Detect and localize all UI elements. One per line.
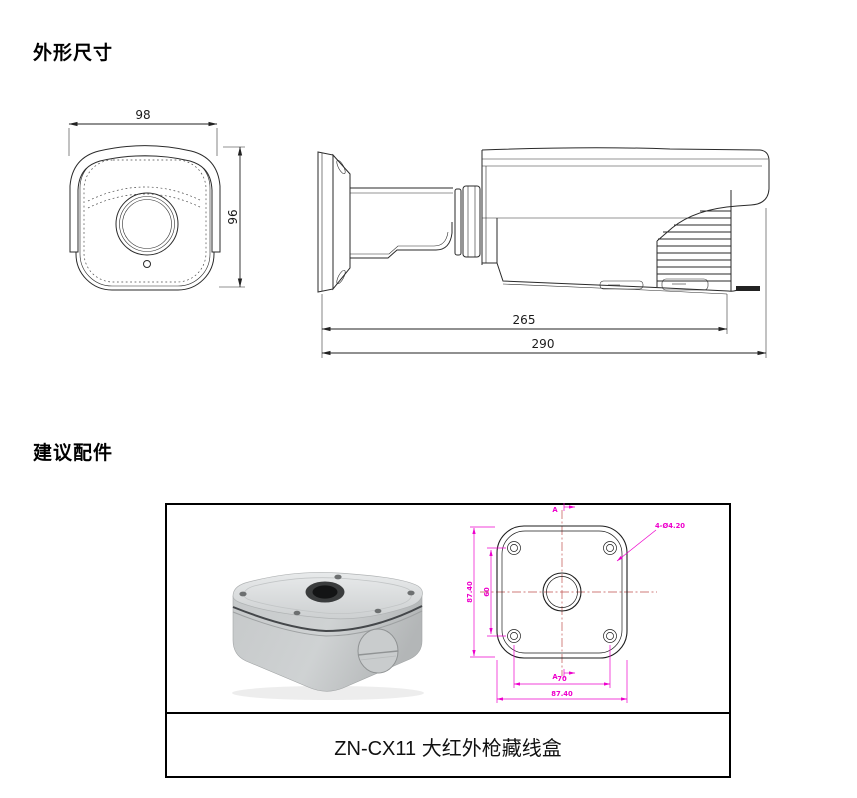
dimension-hole-spacing-v-label: 60 [483,587,491,597]
cable-knockout [357,628,399,674]
accessory-dimensions: 87.40 60 70 87.40 4-Ø4.20 [466,503,685,703]
base-plate-outline [496,525,628,659]
heat-sink-fins [656,190,732,291]
front-view-body [69,145,221,291]
section-title-dimensions: 外形尺寸 [33,43,114,64]
dimension-height-87-label: 87.40 [466,581,474,603]
accessory-caption: ZN-CX11 大红外枪藏线盒 [334,737,562,760]
cable-grommet [305,581,345,603]
dimension-hole-spacing-h-label: 70 [557,675,567,683]
mount-plate [317,151,334,293]
mount-arm [350,187,453,259]
junction-box-photo [232,572,424,700]
corner-screw-holes [507,541,617,643]
center-hole [542,572,582,612]
side-view-body [317,147,770,295]
dimension-width-87-label: 87.40 [551,690,573,698]
caption-divider [167,712,729,714]
camera-body [481,147,770,295]
accessory-box: 87.40 60 70 87.40 4-Ø4.20 [165,503,731,778]
dimension-290-label: 290 [532,337,555,351]
dimension-width-label: 98 [135,108,150,122]
sun-shield [69,145,221,253]
bottom-cover-tab [661,278,709,291]
dimension-height-label: 96 [226,209,240,224]
section-marker-top: A [552,506,558,514]
led-indicator [143,260,151,268]
camera-side-view-drawing: 265 290 [317,147,770,358]
bracket-joint [454,185,481,258]
bottom-cover-tab [599,280,644,290]
corner-holes-note: 4-Ø4.20 [655,522,685,530]
section-title-accessories: 建议配件 [33,443,114,464]
section-marker-bottom: A [552,673,558,681]
front-view-dimensions: 98 96 [68,108,245,288]
camera-front-view-drawing: 98 96 [68,108,245,291]
dimension-265-label: 265 [513,313,536,327]
lens [115,192,179,256]
side-view-dimensions: 265 290 [321,208,767,358]
rear-connector-detail [736,286,760,291]
junction-box-drawing: 87.40 60 70 87.40 4-Ø4.20 [466,503,685,703]
lid-screws [239,574,415,616]
